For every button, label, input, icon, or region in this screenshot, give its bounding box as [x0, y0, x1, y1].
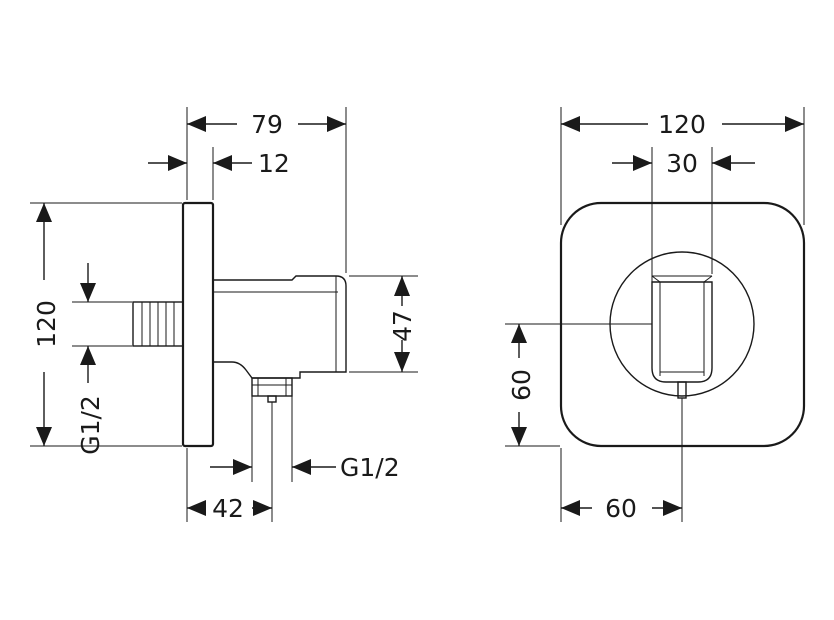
dim-60-vertical-label: 60	[507, 369, 536, 401]
dim-height: 120	[30, 202, 182, 447]
dim-12-label: 12	[258, 149, 290, 178]
hose-holder	[651, 275, 713, 399]
dim-overall-depth: 79	[186, 107, 347, 273]
wall-plate	[181, 201, 215, 448]
dim-120-top-label: 120	[658, 110, 706, 139]
dim-outlet-offset-front: 60	[560, 398, 683, 523]
dim-inlet-thread: G1/2	[72, 263, 132, 455]
front-view: 120 30 60	[505, 107, 806, 523]
dim-outlet-g12-label: G1/2	[340, 453, 400, 482]
dim-42-label: 42	[212, 494, 244, 523]
dim-47-label: 47	[388, 310, 417, 342]
dim-60-horizontal-label: 60	[605, 494, 637, 523]
side-view: 79 12 120 G1/2	[30, 107, 418, 523]
dim-width: 120	[560, 107, 805, 225]
dim-30-label: 30	[666, 149, 698, 178]
dim-outlet-height: 60	[505, 323, 652, 447]
dim-body-height: 47	[349, 275, 418, 373]
dim-holder-width: 30	[612, 147, 755, 330]
dim-inlet-g12-label: G1/2	[76, 395, 105, 455]
dim-outlet-thread: G1/2	[210, 396, 400, 482]
outlet-body	[213, 275, 347, 379]
dim-79-label: 79	[251, 110, 283, 139]
dim-outlet-offset: 42	[186, 402, 273, 523]
dim-plate-thickness: 12	[148, 147, 290, 200]
outlet-nut	[251, 377, 293, 403]
dim-120-left-label: 120	[32, 300, 61, 348]
inlet-thread	[132, 301, 184, 347]
